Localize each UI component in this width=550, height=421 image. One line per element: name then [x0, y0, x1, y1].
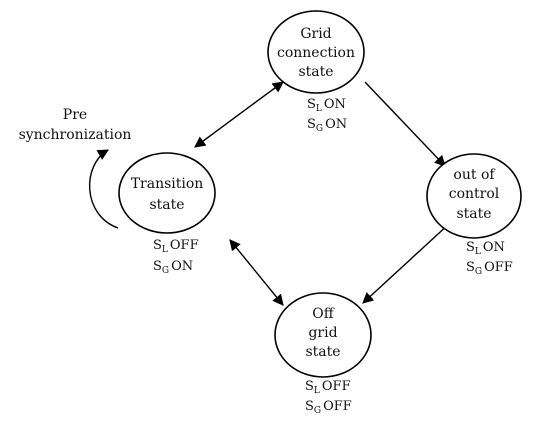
- offgrid-sl-symbol: S: [305, 379, 314, 394]
- offgrid-sl-sub: L: [314, 386, 320, 396]
- offgrid-sg-status: OFF: [323, 399, 352, 414]
- outofcontrol-sl-status: ON: [483, 240, 505, 255]
- self-loop-label-line-2: synchronization: [19, 127, 132, 143]
- state-off-grid: [274, 292, 372, 378]
- outofcontrol-sl-symbol: S: [466, 240, 475, 255]
- self-loop-label-line-1: Pre: [63, 107, 87, 123]
- offgrid-state-line-3: state: [305, 344, 340, 360]
- offgrid-sg-sub: G: [314, 406, 321, 416]
- grid-sl-sub: L: [316, 104, 322, 114]
- transition-sl-status: OFF: [170, 238, 199, 253]
- transition-sg-sub: G: [162, 266, 169, 276]
- outofcontrol-sg-status: OFF: [484, 260, 513, 275]
- grid-state-line-3: state: [298, 64, 333, 80]
- transition-sg-status: ON: [171, 259, 193, 274]
- arrow-grid-transition: [194, 81, 284, 148]
- arrow-transition-offgrid: [229, 239, 284, 306]
- grid-sl-symbol: S: [307, 97, 316, 112]
- grid-sg-sub: G: [316, 124, 323, 134]
- state-grid-connection: [267, 10, 365, 94]
- outofcontrol-sg-sub: G: [475, 267, 482, 277]
- offgrid-sl-status: OFF: [322, 379, 351, 394]
- outofcontrol-state-line-2: control: [449, 186, 500, 202]
- transition-state-line-2: state: [149, 197, 184, 213]
- outofcontrol-sg-symbol: S: [466, 260, 475, 275]
- arrow-grid-outofcontrol: [364, 81, 446, 167]
- transition-sl-sub: L: [162, 245, 168, 255]
- state-out-of-control: [426, 153, 522, 239]
- outofcontrol-sl-sub: L: [475, 247, 481, 257]
- grid-state-line-2: connection: [277, 45, 355, 61]
- transition-sl-symbol: S: [153, 238, 162, 253]
- grid-sg-status: ON: [325, 117, 347, 132]
- transition-sg-symbol: S: [153, 259, 162, 274]
- grid-state-line-1: Grid: [300, 26, 331, 42]
- outofcontrol-state-line-3: state: [456, 206, 491, 222]
- offgrid-state-line-2: grid: [308, 325, 337, 341]
- offgrid-sg-symbol: S: [305, 399, 314, 414]
- outofcontrol-state-line-1: out of: [453, 167, 496, 183]
- arrow-outofcontrol-offgrid: [362, 222, 451, 304]
- transition-state-line-1: Transition: [131, 176, 204, 192]
- state-transition: [118, 152, 216, 234]
- offgrid-state-line-1: Off: [312, 306, 334, 322]
- grid-sl-status: ON: [324, 97, 346, 112]
- grid-sg-symbol: S: [307, 117, 316, 132]
- self-loop-arc: [88, 149, 119, 229]
